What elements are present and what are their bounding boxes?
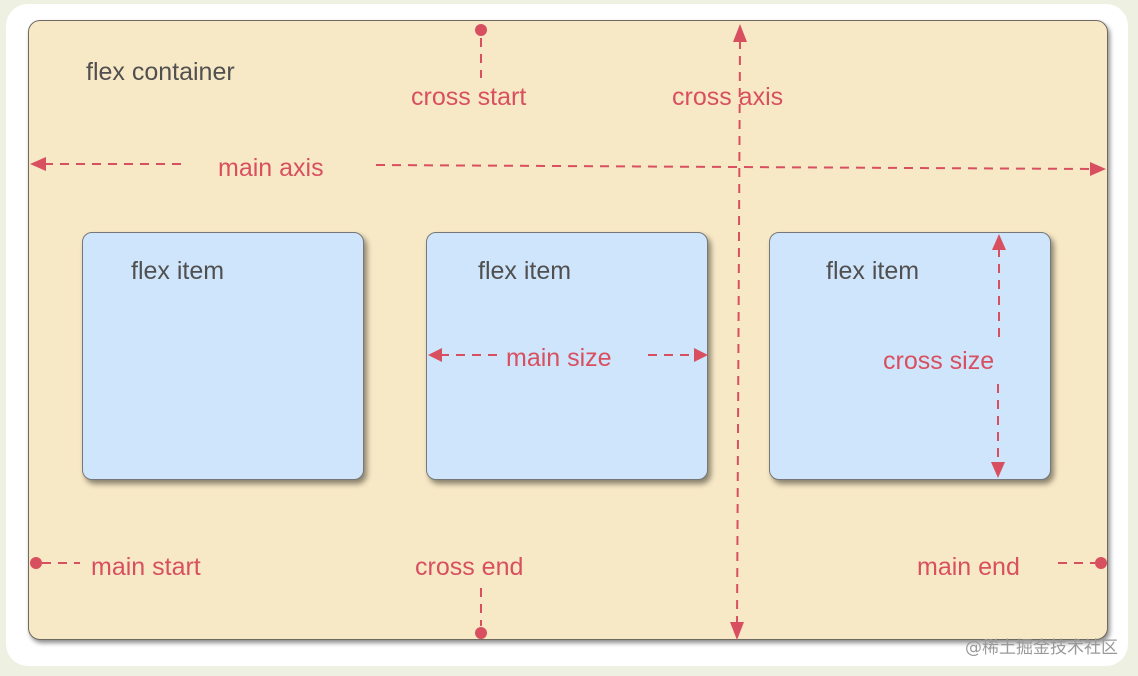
main-start-label: main start	[91, 553, 201, 581]
flex-item-box-1	[82, 232, 364, 480]
cross-start-label: cross start	[411, 83, 527, 111]
flex-item-box-3	[769, 232, 1051, 480]
flex-item-label-1: flex item	[131, 257, 225, 285]
flex-container-label: flex container	[86, 58, 235, 86]
main-size-label: main size	[506, 344, 612, 372]
flex-item-label-3: flex item	[826, 257, 920, 285]
cross-axis-label: cross axis	[672, 83, 784, 111]
watermark: @稀土掘金技术社区	[965, 638, 1118, 658]
cross-size-label: cross size	[883, 347, 995, 375]
cross-end-label: cross end	[415, 553, 524, 581]
flex-item-box-2	[426, 232, 708, 480]
main-end-label: main end	[917, 553, 1020, 581]
flex-item-label-2: flex item	[478, 257, 572, 285]
main-axis-label: main axis	[218, 154, 324, 182]
